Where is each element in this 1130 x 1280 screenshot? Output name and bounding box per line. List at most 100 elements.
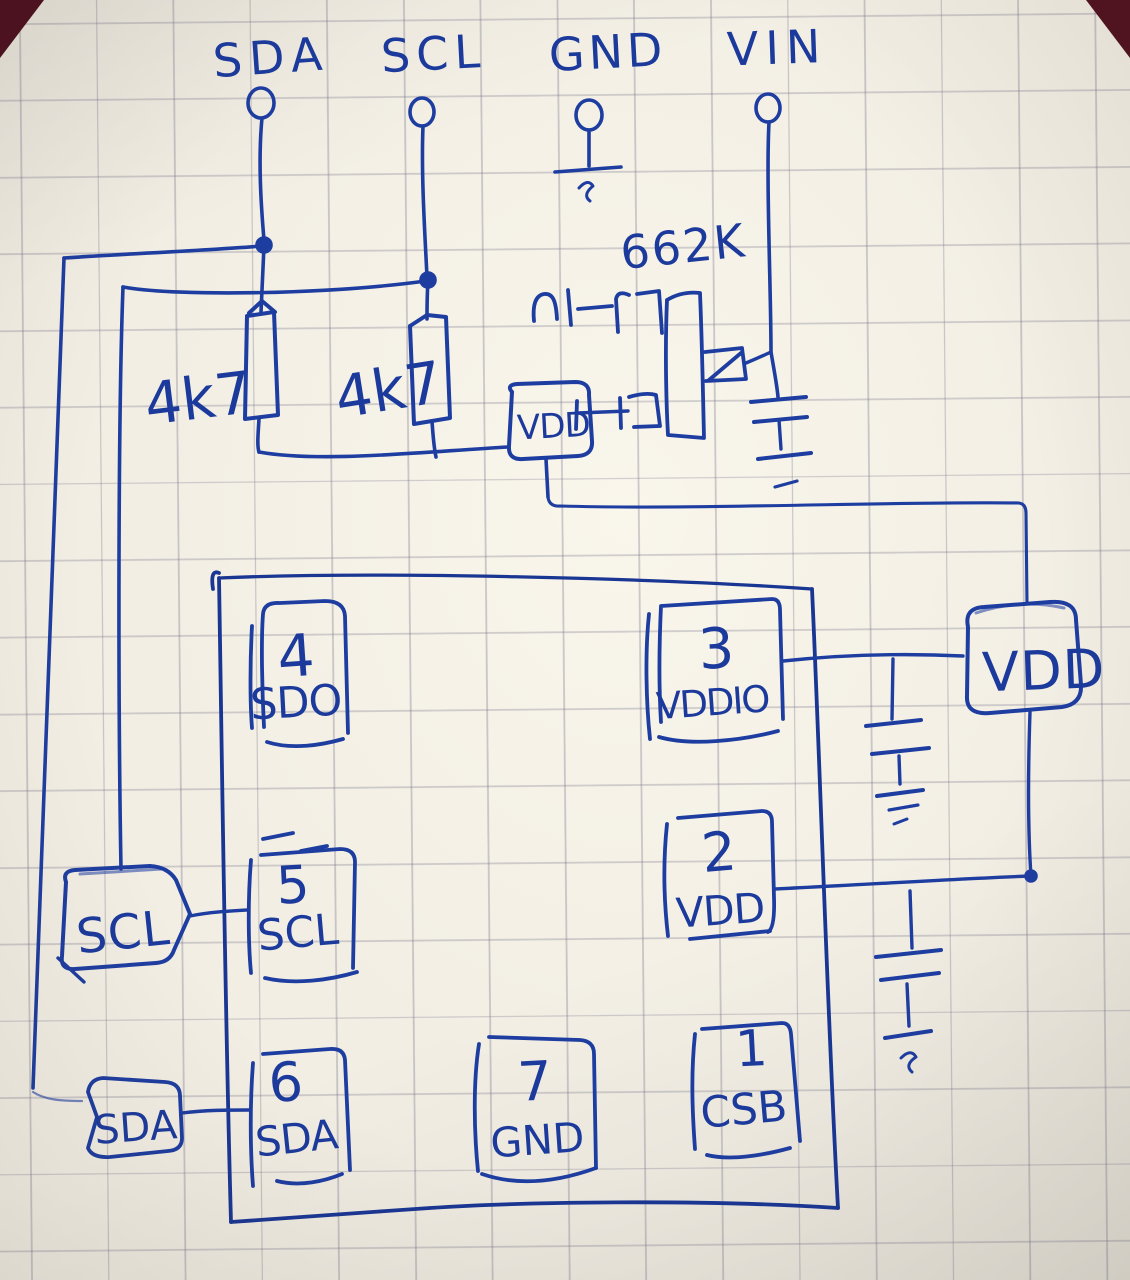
power-box-vdd2: [964, 599, 1084, 878]
regulator-pin-topleft-2: [635, 289, 664, 335]
wire-scl-branch-left: [121, 279, 428, 295]
wire-vin-lead: [766, 120, 780, 399]
ground-symbol-top: [553, 165, 623, 174]
power-box-vdd2-outline: [964, 599, 1084, 716]
pin4-outline: [260, 599, 350, 735]
capacitor-vdd-plate2: [879, 971, 941, 982]
pin1-underline: [705, 1146, 792, 1160]
ground-symbol-vin-bar: [756, 451, 813, 461]
pin2-number: 2: [699, 819, 739, 885]
capacitor-vdd-stub-bottom: [905, 982, 911, 1028]
resistor-r1-value: 4k7: [141, 358, 256, 439]
bus-box-sda: [86, 1076, 252, 1159]
resistor-r1-lead-top: [259, 244, 266, 314]
power-box-vdd1-outline: [506, 380, 595, 462]
ground-symbol-tick: [577, 181, 595, 203]
resistor-r1: [243, 244, 280, 454]
pin7-outline: [487, 1035, 598, 1170]
capacitor-reg-input-plate-curved: [531, 292, 559, 323]
wire-vdd2-down: [1026, 710, 1033, 878]
wire-sdabox-to-pin6: [180, 1108, 252, 1115]
pin7-bottom: [480, 1166, 598, 1184]
pin7-left: [472, 1042, 481, 1173]
bus-box-sda-label: SDA: [93, 1102, 179, 1154]
pin4-name: SDO: [249, 676, 343, 731]
resistor-r1-body: [243, 310, 280, 421]
power-box-vdd2-label: VDD: [981, 637, 1106, 704]
terminal-circle-scl: [408, 96, 436, 128]
wire-resistors-to-vdd1: [257, 445, 510, 459]
wire-scl-lead: [420, 124, 429, 279]
wire-pin3-to-vdd2: [781, 652, 965, 663]
capacitor-vin-stub: [777, 418, 783, 451]
wire-sda-branch-left: [62, 244, 264, 260]
pin-box-2-vdd: [662, 809, 777, 941]
wire-reg-to-vin: [744, 350, 773, 365]
pin6-bracket: [248, 1061, 255, 1188]
terminal-scl: [408, 96, 436, 279]
wire-sclbox-to-pin5: [188, 908, 250, 918]
capacitor-vdd-stub-top: [908, 889, 914, 950]
pin6-number: 6: [266, 1050, 305, 1115]
pin2-outline: [676, 809, 777, 934]
pin7-name: GND: [489, 1113, 586, 1167]
regulator-pin-bottomleft: [627, 391, 662, 429]
terminal-vin: [754, 92, 782, 399]
ground-symbol-vin-tick: [773, 479, 799, 489]
pin2-name: VDD: [674, 884, 765, 938]
regulator-pin-topleft: [614, 291, 631, 334]
wire-tick-1: [574, 399, 579, 431]
terminal-label-scl: SCL: [380, 24, 488, 83]
ic-edge-right: [810, 587, 840, 1210]
capacitor-vdd-plate1: [874, 948, 943, 959]
resistor-r1-entry: [247, 299, 277, 315]
ground-symbol-vddio-dash: [887, 803, 920, 812]
pin5-dash1: [261, 831, 295, 841]
ground-symbol-vdd-bar: [883, 1029, 933, 1040]
pin1-name: CSB: [698, 1081, 789, 1138]
pin5-outline: [259, 847, 357, 970]
wire-vdd1-stub: [544, 457, 550, 499]
pin-box-3-vddio: [644, 597, 785, 744]
pin-box-6-sda: [248, 1047, 352, 1188]
capacitor-reg-input-plate-flat: [566, 288, 573, 327]
bus-box-scl: [56, 864, 250, 984]
wire-sda-left-rail: [31, 256, 66, 1090]
regulator-662k: [531, 288, 773, 440]
pin-box-4-sdo: [248, 599, 350, 749]
wire-sda-lead: [258, 116, 266, 242]
pin2-bottom: [688, 929, 772, 941]
pin-box-7-gnd: [472, 1035, 598, 1184]
capacitor-vddio: [864, 657, 931, 826]
pin3-underline: [657, 729, 780, 744]
wire-sda-rail-to-box: [31, 1090, 84, 1103]
ground-symbol-vddio-tick: [892, 817, 909, 826]
ic-outline: [210, 570, 840, 1224]
pin5-name: SCL: [255, 905, 340, 962]
regulator-part-label: 662K: [618, 213, 749, 280]
capacitor-vin-plate1: [749, 395, 808, 404]
ground-symbol-vdd-tick: [899, 1051, 918, 1074]
pin3-bracket: [644, 612, 652, 741]
pin5-underline: [263, 970, 359, 984]
pin2-bracket: [662, 822, 670, 938]
ic-edge-top: [217, 573, 814, 591]
regulator-tab-right: [703, 346, 748, 383]
pin-box-5-scl: [246, 831, 359, 984]
pin3-name: VDDIO: [655, 677, 771, 728]
pin1-number: 1: [734, 1019, 769, 1079]
terminal-sda: [246, 86, 276, 242]
power-box-vdd2-topstroke: [974, 602, 1066, 615]
pin6-outline: [261, 1047, 352, 1172]
pin7-number: 7: [516, 1049, 554, 1114]
terminal-circle-vin: [754, 92, 782, 124]
terminal-gnd: [553, 98, 623, 203]
pin3-number: 3: [697, 616, 736, 683]
capacitor-vddio-stub-bottom: [897, 754, 902, 786]
wire-scl-left-rail: [117, 285, 125, 871]
pin1-left: [690, 1032, 697, 1151]
capacitor-vddio-stub-top: [890, 657, 895, 721]
pin4-number: 4: [275, 621, 317, 691]
wire-vdd1-to-vdd2-long: [546, 495, 1029, 606]
